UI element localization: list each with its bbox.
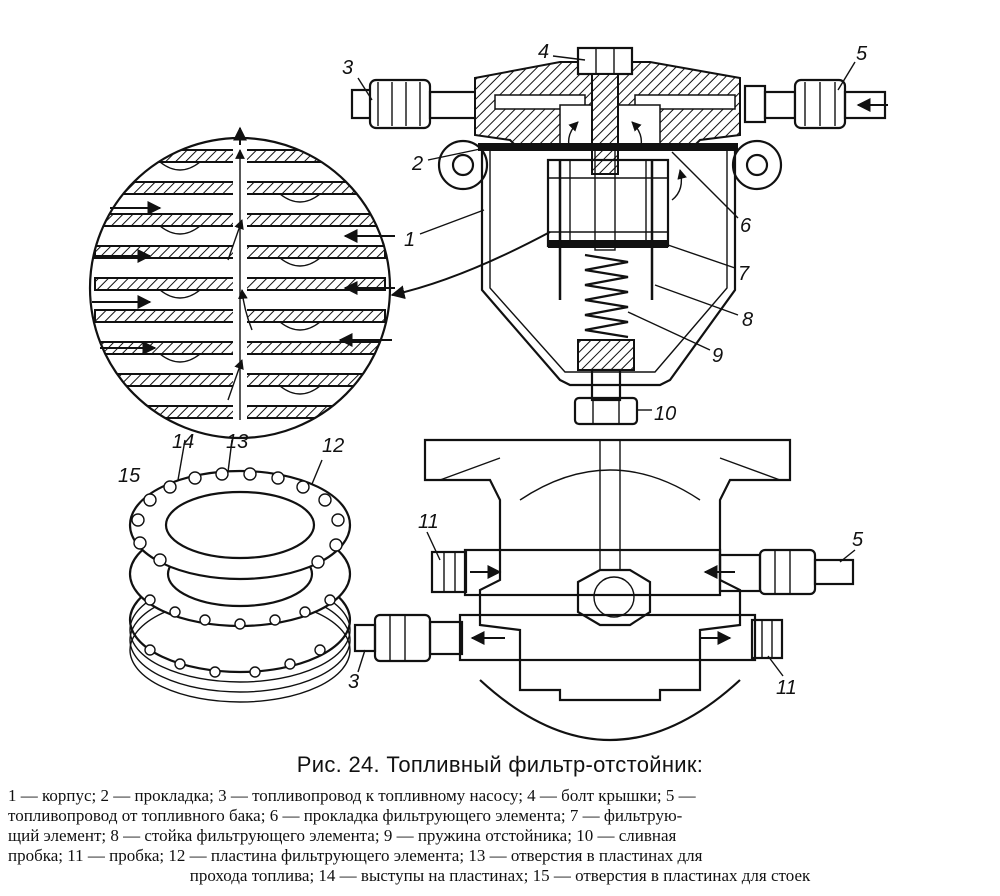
label-10: 10 [654,403,676,425]
filter-top-view [353,438,855,742]
label-13: 13 [226,431,248,453]
filter-section-view [350,46,888,426]
label-6: 6 [740,215,752,237]
legend-line: прохода топлива; 14 — выступы на пластин… [189,866,811,885]
label-3: 3 [342,57,353,79]
label-11-lower: 11 [776,677,797,699]
label-12: 12 [322,435,344,457]
figure-caption-title: Рис. 24. Топливный фильтр-отстойник: [296,752,704,777]
label-8: 8 [742,309,753,331]
legend-line: пробка; 11 — пробка; 12 — пластина фильт… [8,846,703,865]
label-7: 7 [738,263,750,285]
fuel-filter-diagram: 3 4 5 2 1 6 7 8 9 10 14 13 12 15 11 5 3 … [88,41,888,742]
spring [584,253,629,339]
magnified-plates [88,126,395,440]
legend-line: щий элемент; 8 — стойка фильтрующего эле… [8,826,677,845]
label-5-lower: 5 [852,529,864,551]
label-11-upper: 11 [418,511,439,533]
label-4: 4 [538,41,549,63]
label-15: 15 [118,465,141,487]
label-14: 14 [172,431,194,453]
leader-lines [357,55,856,677]
label-5: 5 [856,43,868,65]
label-1: 1 [404,229,415,251]
label-9: 9 [712,345,723,367]
legend-line: 1 — корпус; 2 — прокладка; 3 — топливопр… [8,786,696,805]
legend-line: топливопровод от топливного бака; 6 — пр… [8,806,683,825]
plate-stack [128,439,352,703]
label-2: 2 [411,153,423,175]
label-3-lower: 3 [348,671,359,693]
figure-legend: 1 — корпус; 2 — прокладка; 3 — топливопр… [8,786,992,886]
